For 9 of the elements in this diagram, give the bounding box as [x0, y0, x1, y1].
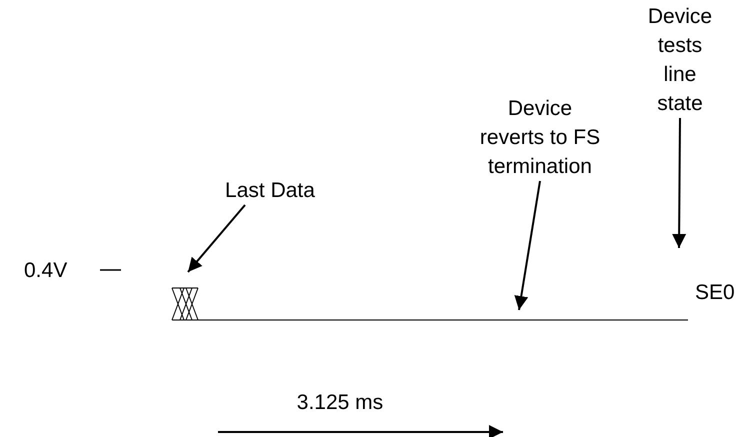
voltage-label: 0.4V	[24, 258, 68, 284]
duration-label: 3.125 ms	[296, 390, 384, 416]
leader-arrow	[187, 204, 246, 273]
annotation-text: Device reverts to FS termination	[475, 94, 605, 181]
annotation-text: Device tests line state	[640, 2, 720, 118]
leader-arrow	[514, 180, 541, 310]
leader-arrow	[672, 118, 686, 248]
annotation-text: Last Data	[205, 176, 335, 205]
state-label: SE0	[695, 280, 736, 306]
